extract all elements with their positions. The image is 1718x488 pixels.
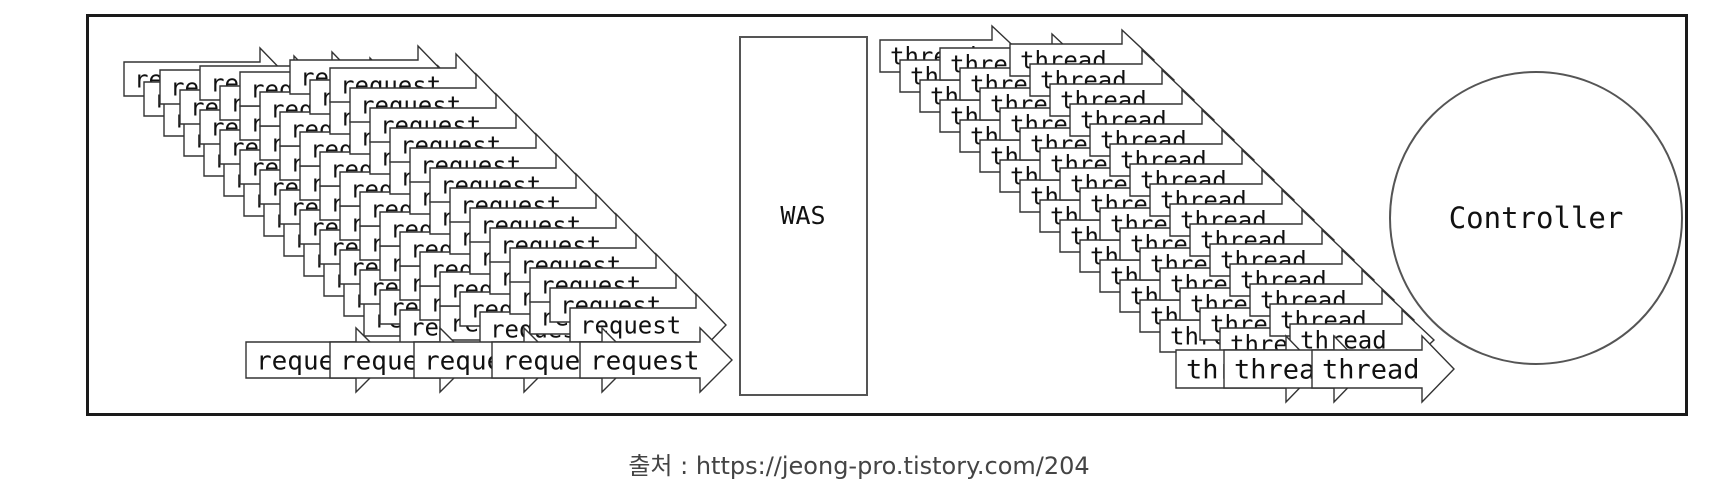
request-arrow-front: request (579, 326, 733, 394)
thread-arrow-front-label: thread (1322, 355, 1420, 386)
was-box (739, 36, 868, 396)
request-arrow-label: request (580, 312, 681, 340)
source-caption: 출처 : https://jeong-pro.tistory.com/204 (0, 446, 1718, 481)
request-arrow-stack: requestrequestrequestrequestrequestreque… (123, 44, 733, 394)
caption-prefix: 출처 : (628, 452, 696, 480)
thread-arrow-front: thread (1311, 334, 1455, 404)
controller-label: Controller (1449, 201, 1624, 235)
thread-arrow-stack: threadthreadthreadthreadthreadthreadthre… (879, 24, 1455, 404)
controller-circle (1389, 71, 1683, 365)
request-arrow-front-label: request (590, 346, 700, 376)
thread-arrow-front-shape (1311, 334, 1455, 404)
request-arrow-front-shape (579, 326, 733, 394)
caption-source-url: https://jeong-pro.tistory.com/204 (695, 452, 1090, 480)
was-label: WAS (780, 201, 825, 230)
